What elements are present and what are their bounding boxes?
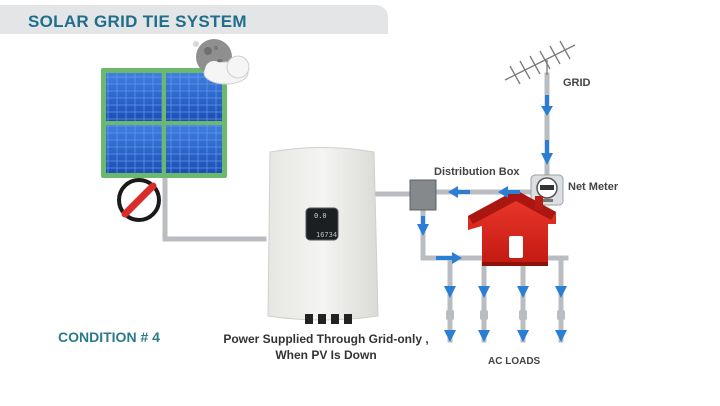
no-entry-icon — [117, 178, 161, 222]
down-arrow-icon — [417, 224, 429, 236]
night-moon-cloud-icon — [193, 39, 250, 85]
distribution-box — [409, 179, 437, 211]
flow-arrows — [417, 95, 553, 264]
down-arrow-icon — [541, 106, 553, 116]
down-arrow-icon — [541, 153, 553, 165]
page-title: SOLAR GRID TIE SYSTEM — [28, 12, 247, 31]
distribution-box-label: Distribution Box — [434, 166, 520, 178]
left-arrow-icon — [448, 186, 458, 198]
inverter-display-top: 0.0 — [314, 212, 327, 220]
caption-line-2: When PV Is Down — [275, 348, 377, 362]
caption-line-1: Power Supplied Through Grid-only , — [223, 332, 429, 346]
ac-load-terminals — [446, 310, 565, 320]
house-icon — [468, 190, 556, 266]
inverter-display-bottom: 16734 — [316, 231, 338, 239]
antenna-icon — [504, 40, 576, 85]
net-meter — [530, 174, 564, 206]
inverter — [267, 147, 379, 324]
caption: Power Supplied Through Grid-only , When … — [206, 331, 446, 363]
net-meter-label: Net Meter — [568, 181, 619, 193]
solar-panel-array — [101, 68, 227, 178]
condition-label: CONDITION # 4 — [58, 329, 160, 345]
ac-loads-label: AC LOADS — [488, 356, 541, 367]
left-arrow-icon — [498, 186, 508, 198]
title-bar: SOLAR GRID TIE SYSTEM — [0, 5, 388, 34]
right-arrow-icon — [452, 252, 462, 264]
grid-label: GRID — [563, 77, 591, 89]
ac-load-arrows — [444, 286, 567, 342]
